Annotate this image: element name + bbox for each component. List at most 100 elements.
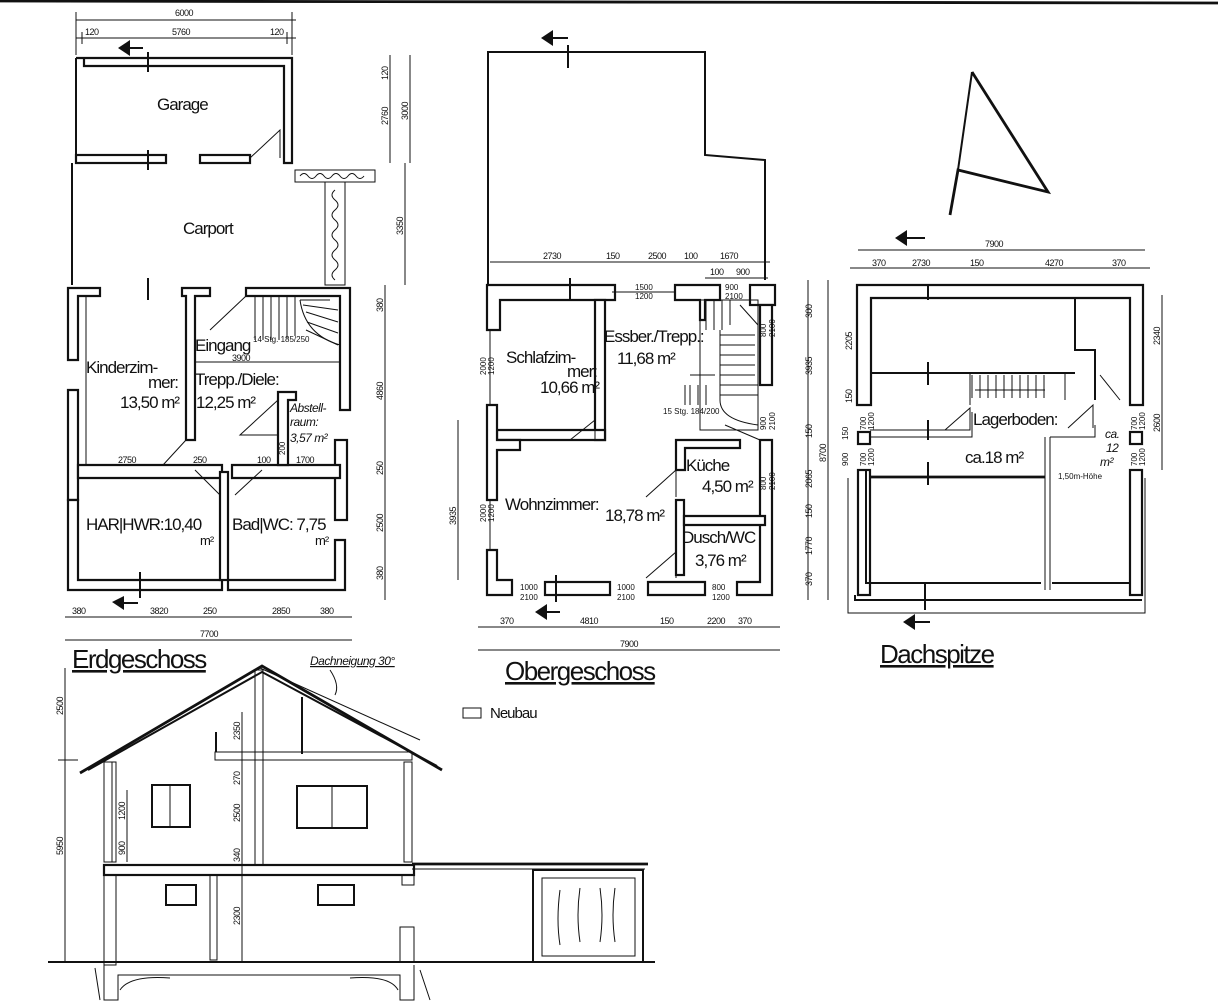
dim-label: 2100 bbox=[768, 412, 777, 430]
dimension-lines bbox=[807, 280, 1163, 600]
dim-label: 2000 bbox=[479, 504, 488, 522]
room-label-abstellraum: raum: bbox=[290, 415, 318, 429]
dim-label: 2340 bbox=[1152, 326, 1162, 345]
room-label-schlafzimmer: Schlafzim- bbox=[506, 348, 576, 367]
section-arrow-icon bbox=[535, 604, 547, 620]
legend-label-neubau: Neubau bbox=[490, 705, 537, 722]
garage-wall bbox=[76, 56, 294, 165]
dim-label: 800 bbox=[759, 476, 768, 490]
room-label-wohnzimmer: Wohnzimmer: bbox=[505, 495, 599, 514]
dim-label: 380 bbox=[375, 566, 385, 580]
dim-label: 1000 bbox=[617, 583, 635, 592]
room-label-garage: Garage bbox=[157, 95, 208, 114]
dim-label: 2500 bbox=[375, 513, 385, 532]
building-section: Dachneigung 30° 2500 5950 2350 bbox=[48, 654, 655, 1001]
og-walls bbox=[485, 278, 777, 602]
room-label-lagerboden: Lagerboden: bbox=[973, 410, 1058, 429]
dim-label: 900 bbox=[725, 283, 739, 292]
dim-label: 200 bbox=[278, 441, 287, 455]
room-area-unit: m² bbox=[315, 533, 330, 548]
plan-title-erdgeschoss: Erdgeschoss bbox=[72, 644, 207, 674]
dim-label: 7900 bbox=[985, 239, 1004, 249]
staircase bbox=[254, 296, 341, 346]
dim-label: 2500 bbox=[648, 251, 667, 261]
attic-walls bbox=[847, 283, 1146, 614]
room-label-diele: Trepp./Diele: bbox=[195, 370, 279, 389]
room-area-dusch-wc: 3,76 m² bbox=[695, 551, 747, 570]
dim-label: 370 bbox=[872, 258, 886, 268]
room-area-diele: 12,25 m² bbox=[196, 393, 256, 412]
dimension-lines bbox=[75, 12, 296, 55]
garage-elevation bbox=[532, 869, 644, 963]
opening-labels: 700 1200 700 1200 700 1200 700 1200 900 … bbox=[841, 412, 1147, 466]
room-area-lagerboden: ca.18 m² bbox=[965, 448, 1024, 467]
erdgeschoss-plan: 6000 120 5760 120 Garage Carport bbox=[65, 8, 411, 674]
dim-label: 300 bbox=[804, 304, 814, 318]
dim-label: 900 bbox=[736, 267, 750, 277]
dim-label: 1200 bbox=[635, 292, 653, 301]
dim-label: 1200 bbox=[867, 412, 876, 430]
dim-label: 100 bbox=[257, 455, 271, 465]
stairs-note: 14 Stg. 185/250 bbox=[253, 335, 310, 344]
dim-label: 2850 bbox=[272, 606, 291, 616]
eg-walls bbox=[66, 278, 352, 598]
door-swing bbox=[249, 128, 281, 159]
dim-label: 2205 bbox=[844, 331, 854, 350]
plan-title-obergeschoss: Obergeschoss bbox=[505, 656, 656, 686]
plan-title-dachspitze: Dachspitze bbox=[880, 639, 995, 669]
section-arrow-icon bbox=[112, 596, 124, 610]
dim-label: 900 bbox=[117, 841, 127, 855]
dachspitze-plan: 7900 370 2730 150 4270 370 L bbox=[804, 230, 1163, 669]
dim-label: 1200 bbox=[487, 504, 496, 522]
dim-label: 2500 bbox=[55, 696, 65, 715]
dim-label: 100 bbox=[684, 251, 698, 261]
dim-label: 2350 bbox=[232, 721, 242, 740]
dim-label: 1200 bbox=[1138, 412, 1147, 430]
dim-label: 4810 bbox=[580, 616, 599, 626]
dim-label: 2000 bbox=[479, 357, 488, 375]
dim-label: 100 bbox=[710, 267, 724, 277]
dim-label: 2100 bbox=[617, 593, 635, 602]
room-area-abstellraum: 3,57 m² bbox=[290, 431, 329, 445]
dim-label: 700 bbox=[1130, 416, 1139, 430]
dim-label: 250 bbox=[203, 606, 217, 616]
dimension-lines bbox=[384, 55, 411, 600]
dim-label: 2730 bbox=[543, 251, 562, 261]
dim-label: 5950 bbox=[55, 836, 65, 855]
dim-label: 5760 bbox=[172, 27, 191, 37]
dim-label: 1200 bbox=[487, 357, 496, 375]
dim-label: 250 bbox=[193, 455, 207, 465]
section-arrow-icon bbox=[895, 230, 907, 246]
dim-label: 1770 bbox=[804, 536, 814, 555]
dim-label: 4860 bbox=[375, 381, 385, 400]
room-area-unit: m² bbox=[200, 533, 215, 548]
section-arrow-icon bbox=[903, 614, 915, 630]
dim-label: 7900 bbox=[620, 639, 639, 649]
dim-label: 380 bbox=[375, 298, 385, 312]
section-arrow-icon bbox=[118, 40, 130, 56]
dim-label: 2100 bbox=[520, 593, 538, 602]
room-area-unit: m² bbox=[1100, 455, 1114, 469]
room-area-wohnzimmer: 18,78 m² bbox=[605, 506, 665, 525]
height-note: 1,50m-Höhe bbox=[1058, 472, 1103, 481]
dim-label: 1200 bbox=[867, 448, 876, 466]
dim-label: 380 bbox=[320, 606, 334, 616]
room-area-side: 12 bbox=[1106, 441, 1119, 455]
obergeschoss-plan: 2730 150 2500 100 1670 100 900 bbox=[448, 30, 780, 686]
dim-label: 150 bbox=[804, 504, 814, 518]
opening-labels: 1500 1200 900 2100 800 2100 2000 1200 90… bbox=[479, 283, 777, 602]
dim-label: 2100 bbox=[768, 319, 777, 337]
dim-label: 270 bbox=[232, 771, 242, 785]
room-label-bad-wc: Bad|WC: 7,75 bbox=[232, 515, 326, 534]
room-label-schlafzimmer: mer: bbox=[567, 362, 597, 381]
dim-label: 8700 bbox=[818, 443, 828, 462]
dim-label: 340 bbox=[232, 848, 242, 862]
room-area-kueche: 4,50 m² bbox=[702, 477, 754, 496]
dim-label: 7700 bbox=[200, 629, 219, 639]
dim-label: 2760 bbox=[380, 106, 390, 125]
dim-label: 370 bbox=[804, 572, 814, 586]
dim-label: 1670 bbox=[720, 251, 739, 261]
dim-label: 120 bbox=[270, 27, 284, 37]
lower-floor-outline bbox=[487, 51, 766, 285]
dim-label: 120 bbox=[85, 27, 99, 37]
